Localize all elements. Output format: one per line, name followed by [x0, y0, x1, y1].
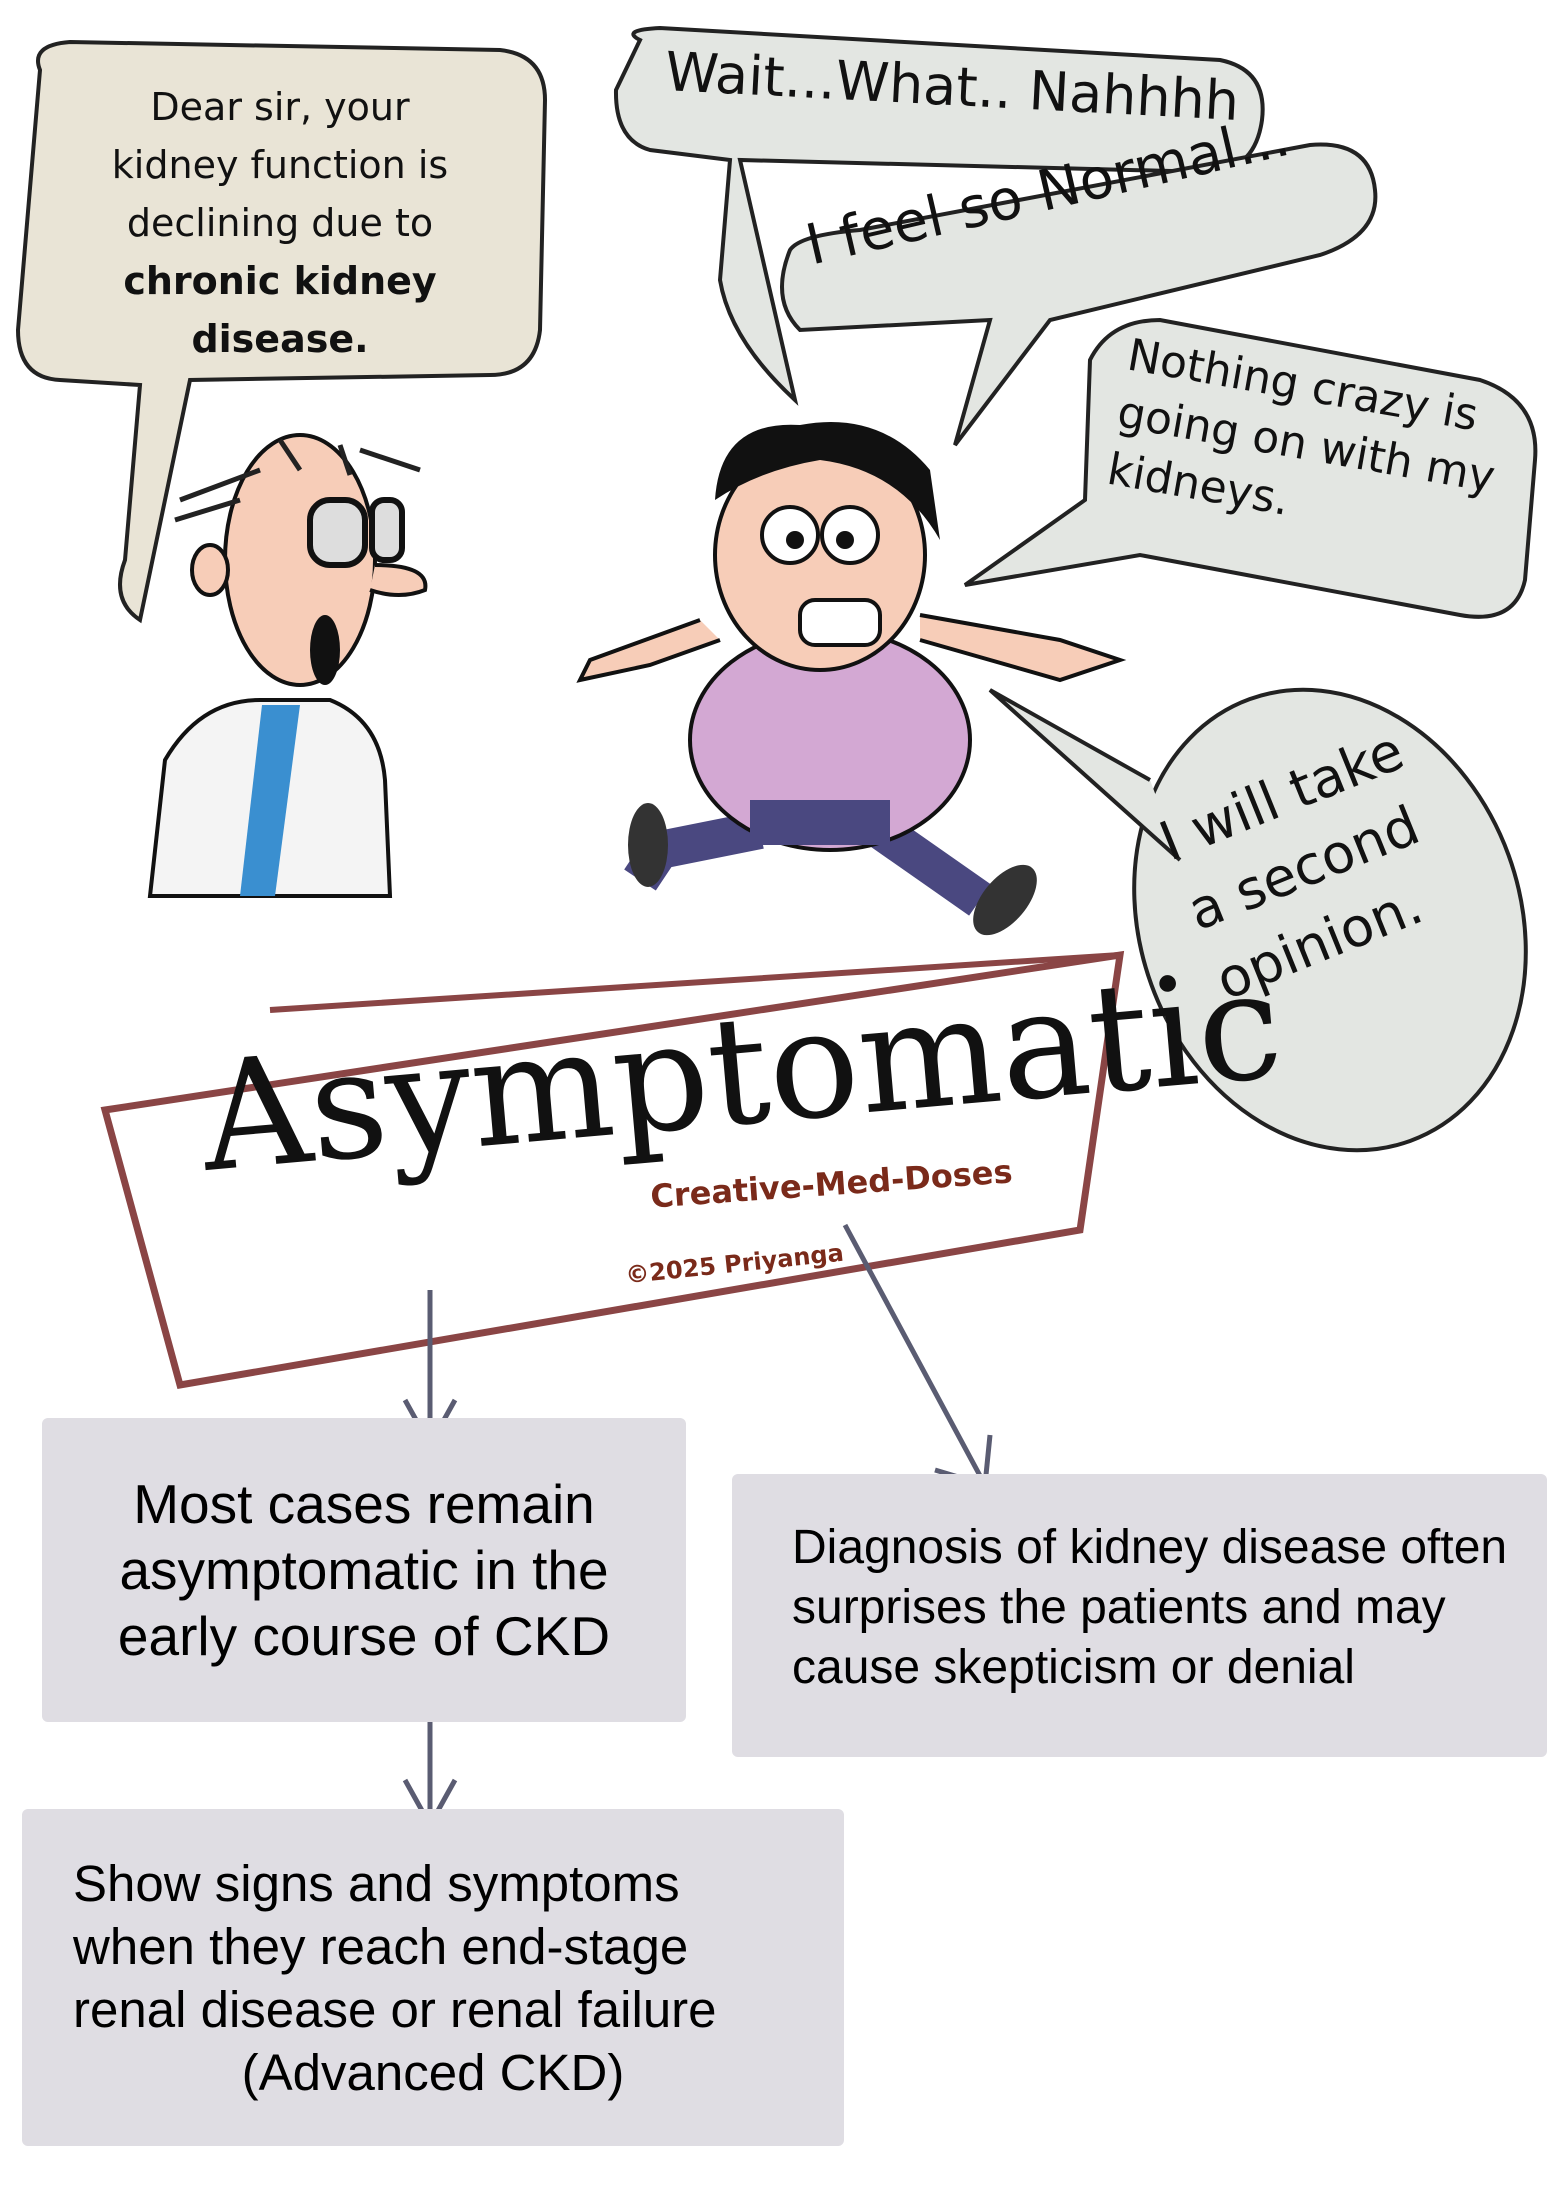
doctor-character [147, 433, 428, 898]
info-box-diagnosis: Diagnosis of kidney disease often surpri… [732, 1474, 1547, 1757]
info-box-early-text: Most cases remain asymptomatic in the ea… [117, 1473, 611, 1667]
speech-bubble-kidneys [963, 317, 1538, 619]
arrow-to-advanced [402, 1705, 458, 1831]
info-box-advanced-note: (Advanced CKD) [241, 2043, 625, 2101]
doctor-speech-text: Dear sir, your kidney function is declin… [30, 78, 530, 368]
arrow-to-diagnosis [842, 1223, 993, 1489]
info-box-advanced-text: Show signs and symptoms when they reach … [73, 1854, 717, 2038]
doctor-line-1: Dear sir, your [150, 85, 410, 129]
doctor-line-2: kidney function is [111, 143, 449, 187]
info-box-diagnosis-text: Diagnosis of kidney disease often surpri… [792, 1521, 1508, 1694]
speech-bubble-normal [780, 142, 1378, 447]
doctor-speech-bubble [15, 39, 548, 624]
doctor-line-4: chronic kidney disease. [123, 259, 437, 361]
doctor-line-3: declining due to [126, 201, 434, 245]
asymptomatic-sign [100, 950, 1125, 1389]
speech-bubble-second-opinion [1132, 687, 1528, 1153]
patient-character [576, 422, 1127, 936]
info-box-advanced: Show signs and symptoms when they reach … [22, 1809, 844, 2146]
info-box-early: Most cases remain asymptomatic in the ea… [42, 1418, 686, 1722]
